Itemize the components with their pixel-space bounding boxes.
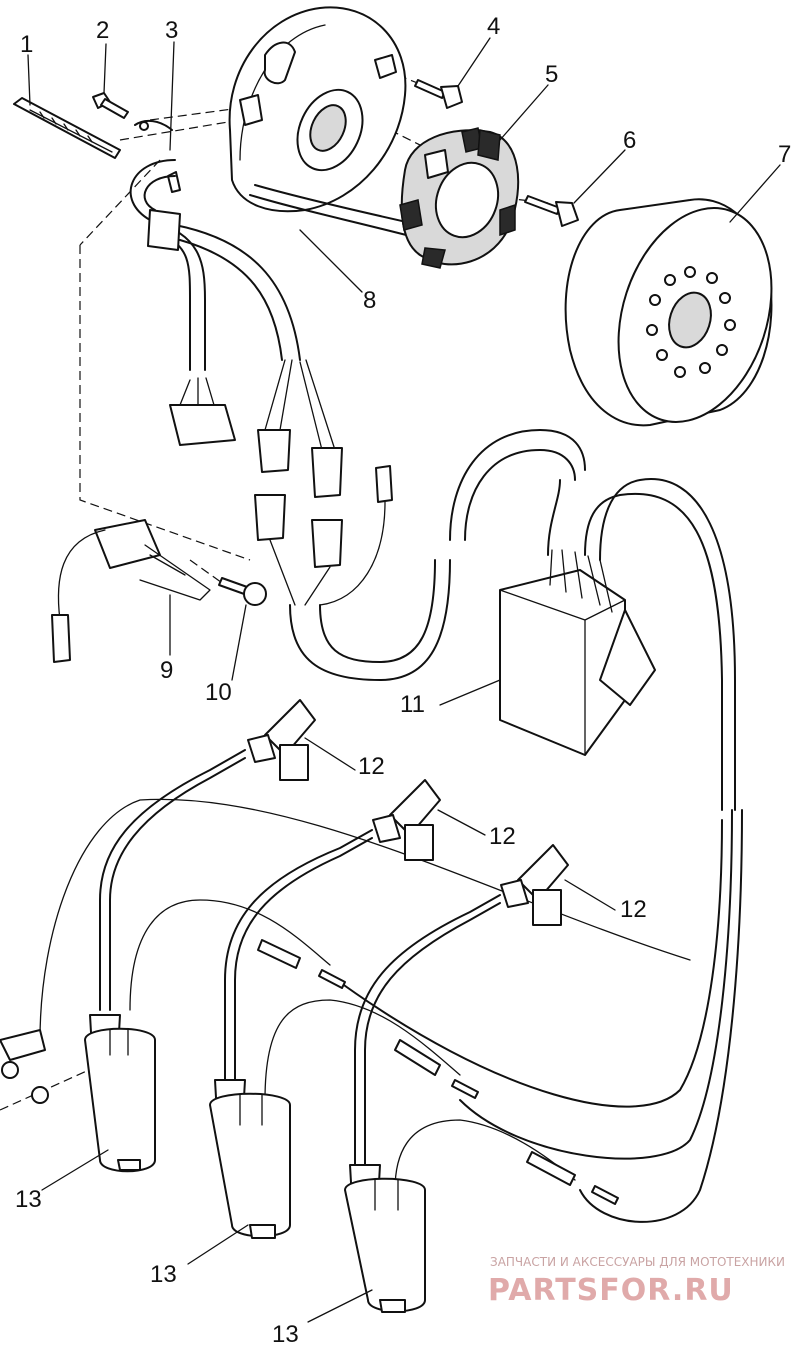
callout-9: 9: [160, 657, 173, 684]
screw-4: [414, 79, 463, 109]
flywheel: [564, 198, 773, 427]
spark-plug-cap-3: [354, 844, 569, 1166]
callout-labels: 1 2 3 4 5 6 7 8 9 10 11 12 12 12 13 13 1…: [15, 13, 791, 1348]
callout-3: 3: [165, 17, 178, 44]
stator-plate: [228, 6, 421, 239]
wire-harness: [129, 159, 586, 681]
ignition-coil-1: [84, 1014, 156, 1173]
callout-5: 5: [545, 61, 558, 88]
bracket-component: [51, 519, 211, 663]
callout-12-c: 12: [620, 896, 647, 923]
cable-tie: [13, 97, 121, 159]
callout-13-a: 13: [15, 1186, 42, 1213]
callout-6: 6: [623, 127, 636, 154]
watermark-logo: PARTSFOR.RU: [488, 1273, 734, 1308]
callout-2: 2: [96, 17, 109, 44]
callout-13-b: 13: [150, 1261, 177, 1288]
spark-plug-cap-1: [99, 699, 316, 1011]
stator-coil: [399, 127, 520, 269]
callout-13-c: 13: [272, 1321, 299, 1348]
lower-wiring: [0, 798, 743, 1223]
wire-clamp: [134, 119, 181, 193]
ignition-coil-3: [344, 1164, 426, 1313]
callout-12-a: 12: [358, 753, 385, 780]
callout-7: 7: [778, 141, 791, 168]
screw-10: [218, 577, 267, 606]
callout-12-b: 12: [489, 823, 516, 850]
watermark: ЗАПЧАСТИ И АКСЕССУАРЫ ДЛЯ МОТОТЕХНИКИ PA…: [488, 1255, 785, 1308]
screw-2: [92, 92, 129, 119]
watermark-caption: ЗАПЧАСТИ И АКСЕССУАРЫ ДЛЯ МОТОТЕХНИКИ: [490, 1255, 785, 1269]
callout-4: 4: [487, 13, 500, 40]
ignition-coil-2: [209, 1079, 291, 1239]
callout-8: 8: [363, 287, 376, 314]
cdi-box: [499, 478, 736, 811]
callout-1: 1: [20, 31, 33, 58]
screw-6: [524, 195, 579, 227]
callout-11: 11: [400, 691, 425, 718]
leader-lines: [27, 37, 781, 1323]
spark-plug-cap-2: [224, 779, 441, 1081]
callout-10: 10: [205, 679, 232, 706]
